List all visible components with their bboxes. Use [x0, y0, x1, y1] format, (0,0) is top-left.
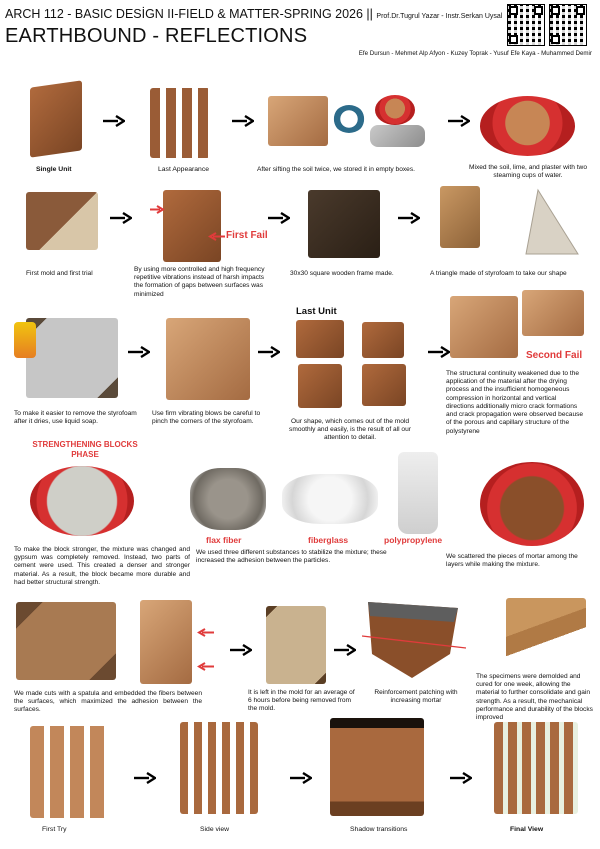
first-try-photo: [30, 726, 110, 818]
caption-sifting: After sifting the soil twice, we stored …: [257, 166, 415, 173]
caption-last-appearance: Last Appearance: [158, 166, 210, 173]
polypropylene-bag-photo: [398, 452, 438, 534]
soap-mold-photo: [26, 318, 118, 398]
wooden-frame-photo: [308, 190, 380, 258]
last-unit-photo-2: [362, 322, 404, 358]
caption-shadow: Shadow transitions: [350, 826, 408, 833]
arrow-right-icon: [334, 644, 356, 656]
red-bowl-photo: [375, 95, 415, 125]
arrow-right-icon: [448, 115, 470, 127]
single-unit-photo: [30, 80, 82, 158]
last-unit-photo-1: [296, 320, 344, 358]
arrow-right-icon: [398, 212, 420, 224]
fiberglass-label: fiberglass: [308, 535, 349, 545]
side-view-photo: [180, 722, 258, 814]
caption-frame: 30x30 square wooden frame made.: [290, 270, 394, 277]
caption-spatula: We made cuts with a spatula and embedded…: [14, 690, 202, 714]
flax-fiber-photo: [190, 468, 266, 530]
red-arrow-icon: [208, 232, 225, 241]
vibrating-blows-photo: [166, 318, 250, 400]
sifting-box-photo: [268, 96, 328, 146]
red-arrow-icon: [197, 662, 214, 671]
red-arrow-icon: [197, 628, 214, 637]
arrow-right-icon: [110, 212, 132, 224]
caption-final-view: Final View: [510, 826, 544, 833]
arrow-right-icon: [103, 115, 125, 127]
authors: Efe Dursun - Mehmet Alp Afyon - Kuzey To…: [358, 50, 592, 57]
caption-patching: Reinforcement patching with increasing m…: [374, 689, 458, 705]
caption-structural: The structural continuity weakened due t…: [446, 370, 584, 435]
fiber-block-photo: [140, 600, 192, 684]
arrow-right-icon: [230, 644, 252, 656]
last-unit-label: Last Unit: [296, 306, 337, 317]
second-fail-photo-1: [450, 296, 518, 358]
arrow-right-icon: [258, 346, 280, 358]
spatula-cuts-photo: [16, 602, 116, 680]
patching-block-photo: [362, 602, 466, 678]
arrow-right-icon: [450, 772, 472, 784]
caption-vibrations: By using more controlled and high freque…: [134, 266, 265, 298]
arrow-right-icon: [290, 772, 312, 784]
tools-photo: [370, 125, 425, 147]
second-fail-photo-2: [522, 290, 584, 336]
arrow-right-icon: [428, 346, 450, 358]
caption-first-mold: First mold and first trial: [26, 270, 93, 277]
last-unit-photo-4: [362, 364, 406, 406]
flax-fiber-label: flax fiber: [206, 535, 242, 545]
caption-scattered: We scattered the pieces of mortar among …: [446, 553, 578, 569]
red-arrow-icon: [150, 205, 165, 214]
caption-soap: To make it easier to remove the styrofoa…: [14, 410, 137, 426]
course-line: ARCH 112 - BASIC DESİGN II-FIELD & MATTE…: [5, 7, 373, 21]
first-mold-photo: [26, 192, 98, 250]
first-fail-block-photo: [163, 190, 221, 262]
second-fail-label: Second Fail: [526, 350, 583, 361]
arrow-right-icon: [232, 115, 254, 127]
curing-shelf-photo: [506, 598, 586, 666]
caption-shape: Our shape, which comes out of the mold s…: [289, 418, 411, 442]
arrow-right-icon: [268, 212, 290, 224]
course-header: ARCH 112 - BASIC DESİGN II-FIELD & MATTE…: [5, 7, 502, 21]
styrofoam-sanding-photo: [440, 186, 480, 248]
instructors: Prof.Dr.Tugrul Yazar - Instr.Serkan Uysa…: [376, 13, 503, 20]
caption-side-view: Side view: [200, 826, 230, 833]
arrow-right-icon: [134, 772, 156, 784]
mold-drying-photo: [266, 606, 326, 684]
caption-stronger: To make the block stronger, the mixture …: [14, 546, 190, 586]
last-unit-photo-3: [298, 364, 342, 408]
scattered-mortar-bowl-photo: [480, 462, 584, 546]
polypropylene-label: polypropylene: [384, 535, 443, 545]
first-fail-label: First Fail: [226, 230, 268, 241]
qr-code-icon: [507, 4, 545, 46]
last-appearance-photo: [150, 88, 210, 158]
mixing-bowl-photo: [480, 96, 575, 156]
caption-single-unit: Single Unit: [36, 166, 72, 173]
caption-cured: The specimens were demolded and cured fo…: [476, 673, 593, 722]
caption-vibrating: Use firm vibrating blows be careful to p…: [152, 410, 261, 426]
shadow-transitions-photo: [330, 718, 424, 816]
soap-bottle-photo: [14, 322, 36, 358]
strengthening-phase-title: STRENGTHENING BLOCKS PHASE: [32, 440, 138, 460]
caption-mixed: Mixed the soil, lime, and plaster with t…: [468, 164, 587, 180]
page-title: EARTHBOUND - REFLECTIONS: [5, 25, 308, 47]
final-view-photo: [494, 722, 578, 814]
caption-mold-hours: It is left in the mold for an average of…: [248, 689, 355, 713]
caption-first-try: First Try: [42, 826, 67, 833]
caption-substances: We used three different substances to st…: [196, 549, 387, 565]
arrow-right-icon: [128, 346, 150, 358]
caption-triangle: A triangle made of styrofoam to take our…: [430, 270, 567, 277]
bucket-photo: [333, 105, 365, 133]
triangle-styrofoam-photo: [525, 188, 579, 255]
fiberglass-photo: [282, 474, 378, 524]
cement-mix-bowl-photo: [30, 466, 134, 536]
qr-code-icon: [549, 4, 587, 46]
